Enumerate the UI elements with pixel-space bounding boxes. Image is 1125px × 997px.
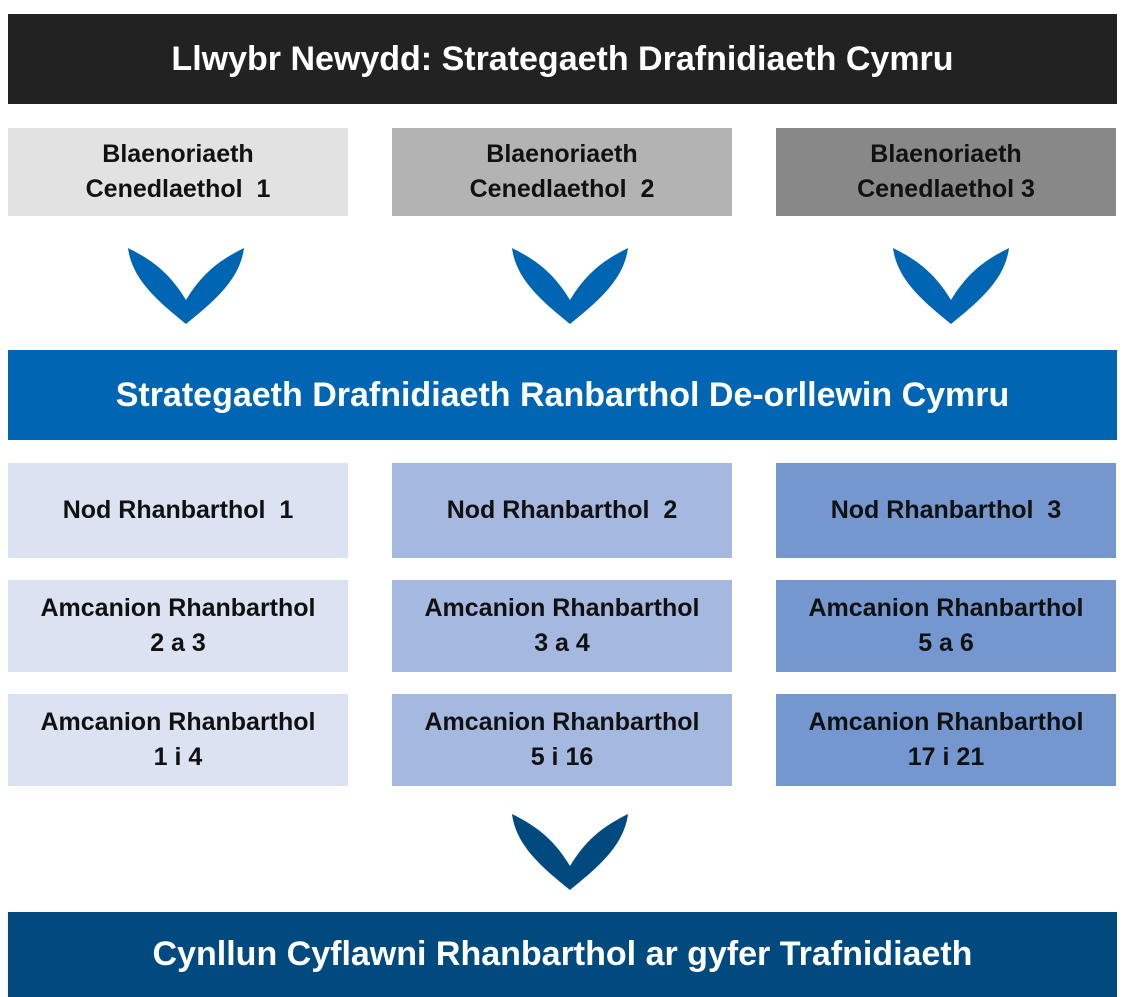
objectives-row2-col3-line2: 17 i 21 [907, 743, 985, 771]
national-priority-3-line1: Blaenoriaeth [870, 140, 1022, 168]
national-priority-3: Blaenoriaeth Cenedlaethol 3 [776, 128, 1116, 216]
objectives-row2-col1-line1: Amcanion Rhanbarthol [40, 708, 316, 736]
regional-strategy-title: Strategaeth Drafnidiaeth Ranbarthol De-o… [115, 375, 1010, 414]
objectives-row2-col3: Amcanion Rhanbarthol 17 i 21 [776, 694, 1116, 786]
objectives-row1-col2-line2: 3 a 4 [534, 629, 590, 657]
national-priority-2-line2: Cenedlaethol 2 [469, 175, 655, 203]
regional-strategy-banner: Strategaeth Drafnidiaeth Ranbarthol De-o… [8, 350, 1117, 440]
national-priority-2: Blaenoriaeth Cenedlaethol 2 [392, 128, 732, 216]
chevron-down-icon [128, 248, 244, 324]
objectives-row2-col1-line2: 1 i 4 [153, 743, 203, 771]
chevron-down-icon [893, 248, 1009, 324]
objectives-row2-col2-line1: Amcanion Rhanbarthol [424, 708, 700, 736]
objectives-row1-col1: Amcanion Rhanbarthol 2 a 3 [8, 580, 348, 672]
regional-goal-3: Nod Rhanbarthol 3 [776, 463, 1116, 558]
objectives-row2-col3-line1: Amcanion Rhanbarthol [808, 708, 1084, 736]
delivery-plan-title: Cynllun Cyflawni Rhanbarthol ar gyfer Tr… [152, 935, 973, 973]
regional-goal-2-label: Nod Rhanbarthol 2 [446, 496, 678, 524]
objectives-row1-col1-line1: Amcanion Rhanbarthol [40, 594, 316, 622]
chevron-down-icon [512, 814, 628, 890]
national-priority-1-line2: Cenedlaethol 1 [85, 175, 271, 203]
objectives-row2-col2: Amcanion Rhanbarthol 5 i 16 [392, 694, 732, 786]
national-priority-2-line1: Blaenoriaeth [486, 140, 638, 168]
objectives-row1-col3-line2: 5 a 6 [918, 629, 974, 657]
header-banner: Llwybr Newydd: Strategaeth Drafnidiaeth … [8, 14, 1117, 104]
objectives-row2-col2-line2: 5 i 16 [530, 743, 594, 771]
objectives-row1-col1-line2: 2 a 3 [150, 629, 206, 657]
objectives-row1-col2: Amcanion Rhanbarthol 3 a 4 [392, 580, 732, 672]
national-priority-3-line2: Cenedlaethol 3 [857, 175, 1035, 203]
regional-goal-2: Nod Rhanbarthol 2 [392, 463, 732, 558]
delivery-plan-banner: Cynllun Cyflawni Rhanbarthol ar gyfer Tr… [8, 912, 1117, 997]
objectives-row2-col1: Amcanion Rhanbarthol 1 i 4 [8, 694, 348, 786]
regional-goal-1: Nod Rhanbarthol 1 [8, 463, 348, 558]
national-priority-1-line1: Blaenoriaeth [102, 140, 254, 168]
objectives-row1-col3: Amcanion Rhanbarthol 5 a 6 [776, 580, 1116, 672]
objectives-row1-col2-line1: Amcanion Rhanbarthol [424, 594, 700, 622]
header-title: Llwybr Newydd: Strategaeth Drafnidiaeth … [171, 39, 954, 78]
regional-goal-3-label: Nod Rhanbarthol 3 [830, 496, 1062, 524]
chevron-down-icon [512, 248, 628, 324]
regional-goal-1-label: Nod Rhanbarthol 1 [62, 496, 294, 524]
objectives-row1-col3-line1: Amcanion Rhanbarthol [808, 594, 1084, 622]
national-priority-1: Blaenoriaeth Cenedlaethol 1 [8, 128, 348, 216]
